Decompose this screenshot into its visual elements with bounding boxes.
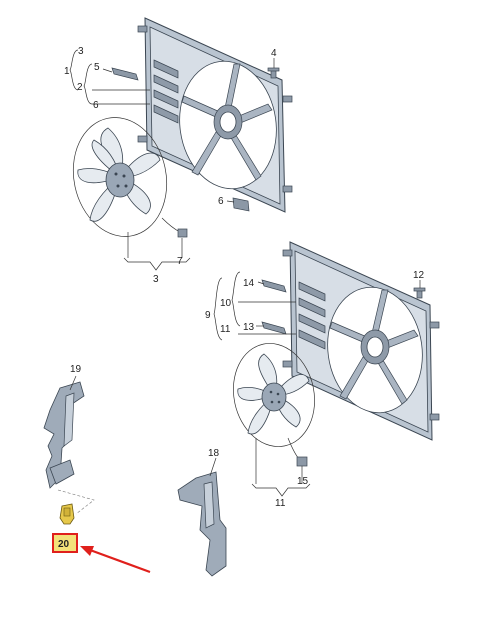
label-11: 11 (220, 324, 231, 335)
label-14: 14 (243, 278, 255, 289)
part-labels: 1 3 2 5 6 4 6 7 3 12 14 9 10 11 13 15 11… (64, 46, 425, 509)
screw-4 (267, 67, 280, 79)
label-19: 19 (70, 364, 82, 375)
label-6: 6 (93, 100, 99, 111)
lower-fan-wheel (233, 343, 315, 467)
label-4: 4 (271, 48, 277, 59)
highlight-part-20: 20 (52, 533, 151, 574)
label-18: 18 (208, 448, 220, 459)
leader-lines (69, 49, 421, 497)
highlight-arrow-head (80, 546, 94, 556)
label-10: 10 (220, 298, 232, 309)
label-12: 12 (413, 270, 425, 281)
label-11-fan: 11 (275, 498, 286, 509)
label-3-fan: 3 (153, 274, 159, 285)
foam-pad-14 (261, 279, 287, 293)
label-20: 20 (58, 539, 70, 550)
label-1: 1 (64, 66, 70, 77)
highlight-box (52, 533, 78, 553)
label-9: 9 (205, 310, 211, 321)
foam-pad-5 (111, 67, 139, 81)
label-6-pad: 6 (218, 196, 224, 207)
left-air-duct (43, 381, 85, 489)
lower-fan-shroud (282, 241, 440, 441)
label-7: 7 (177, 256, 183, 267)
label-15: 15 (297, 476, 309, 487)
foam-pad-13 (261, 321, 287, 335)
label-5: 5 (94, 62, 100, 73)
label-2: 2 (77, 82, 83, 93)
label-13: 13 (243, 322, 255, 333)
upper-fan-wheel (72, 117, 188, 238)
foam-pad-6 (232, 197, 250, 212)
label-3: 3 (78, 46, 84, 57)
highlight-arrow (89, 548, 151, 574)
screw-12 (413, 287, 426, 299)
right-air-duct (177, 471, 227, 577)
upper-fan-shroud (137, 17, 293, 213)
clip-part-20 (59, 503, 75, 525)
